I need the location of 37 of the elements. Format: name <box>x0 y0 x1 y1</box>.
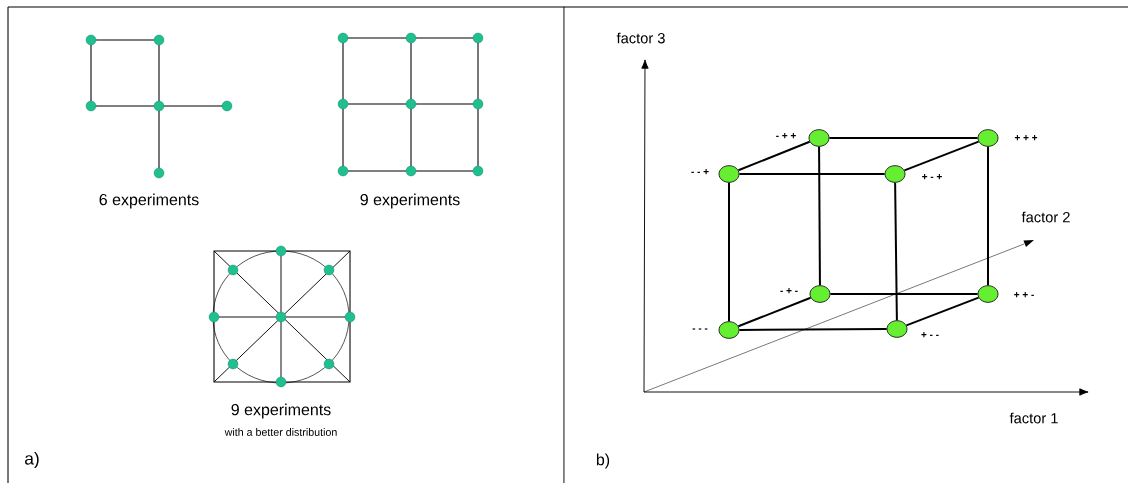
cube-edge <box>738 328 888 331</box>
corner-label: + + + <box>1014 135 1038 141</box>
corner-dot <box>886 320 908 338</box>
corner-label: - + + <box>776 133 796 139</box>
caption: 6 experiments <box>99 193 199 209</box>
corner-label: + - + <box>922 174 942 180</box>
cube-edge <box>828 137 979 139</box>
cube-edge <box>737 296 812 328</box>
corner-dot <box>718 321 740 339</box>
panel-label: b) <box>596 453 610 469</box>
corner-label: - - + <box>691 169 709 175</box>
cube-edge <box>737 140 811 172</box>
corner-label: + - - <box>921 332 939 338</box>
caption: 9 experiments <box>231 403 331 419</box>
corner-dot <box>977 285 999 303</box>
cube-edge <box>829 293 979 295</box>
cube-edge <box>728 181 730 323</box>
corner-label: - + - <box>780 288 798 294</box>
axis-label: factor 3 <box>616 32 665 44</box>
cube-edge <box>894 181 898 322</box>
axis-label: factor 2 <box>1021 211 1070 223</box>
cube-edge <box>905 296 980 327</box>
corner-label: + + - <box>1014 292 1034 298</box>
corner-dot <box>884 165 906 183</box>
corner-dot <box>808 129 830 147</box>
cube-edge <box>903 140 980 172</box>
axis-label: factor 1 <box>1009 412 1058 424</box>
corner-dot <box>718 165 740 183</box>
corner-dot <box>977 129 999 147</box>
caption: 9 experiments <box>360 193 460 209</box>
corner-label: - - - <box>692 328 708 330</box>
corner-dot <box>809 285 831 303</box>
cube-edge <box>987 145 989 287</box>
caption-note: with a better distribution <box>224 428 337 436</box>
panel-label: a) <box>25 451 39 469</box>
cube-edge <box>738 173 886 175</box>
cube-edge <box>818 145 821 287</box>
